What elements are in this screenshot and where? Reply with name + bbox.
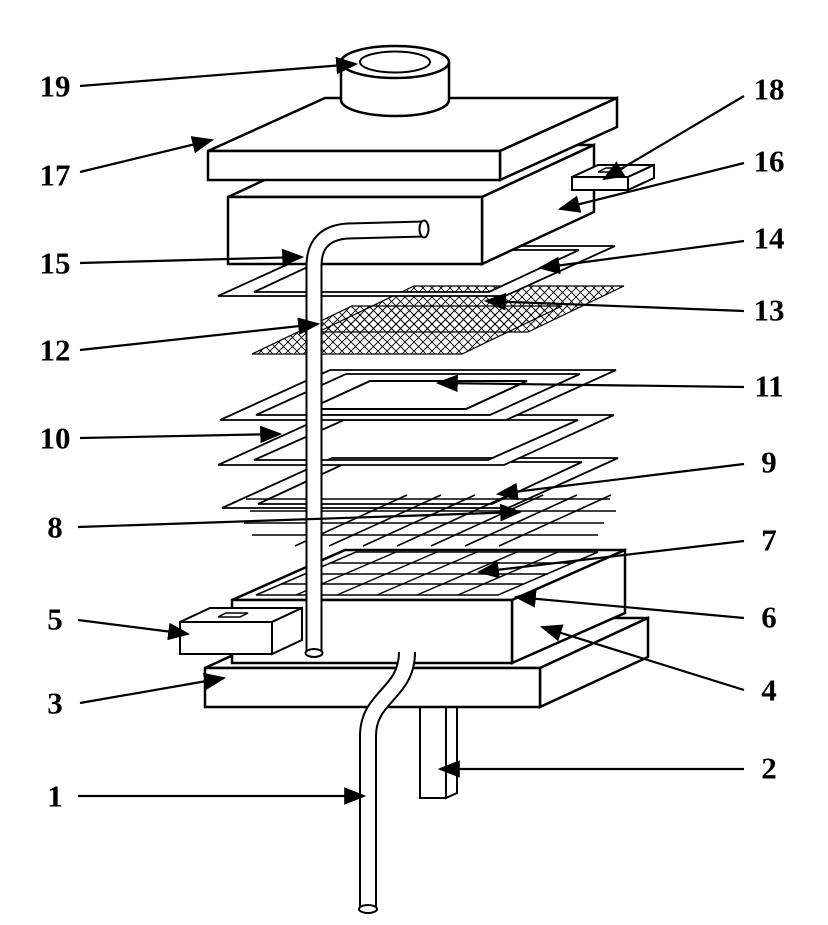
flow-grid-line [336,551,438,596]
leader-line-5 [77,618,191,641]
part-wire-mesh [244,494,616,547]
part-number-label-18: 18 [754,72,785,107]
leader-line-12 [79,317,321,352]
leader-line-8 [77,503,523,529]
part-number-label-10: 10 [40,421,71,456]
leader-line-18 [602,95,745,181]
part-number-label-6: 6 [761,600,777,635]
bottom-assembly [179,548,650,800]
leader-line-17 [79,136,215,174]
leader-line-3 [79,672,227,705]
leader-line-13 [483,292,745,313]
top-assembly [206,44,655,266]
top-plate-front-face [206,149,502,182]
part-terminal-block [179,606,303,656]
part-number-label-1: 1 [47,779,63,814]
mesh-wire [498,494,612,547]
part-number-label-8: 8 [47,510,63,545]
part-center-tube [304,219,430,658]
mesh-wire [362,494,476,547]
terminal-block-slot [217,612,249,618]
leader-line-16 [557,161,745,213]
part-electrode-mesh-upper [317,285,625,333]
base-plate-front-face [203,666,542,709]
center-tube-body [307,222,425,652]
part-bottom-tube [358,651,416,914]
part-top-plate [206,96,619,182]
part-number-label-17: 17 [40,158,71,193]
part-number-label-19: 19 [40,69,71,104]
part-number-label-2: 2 [761,751,777,786]
flow-grid-line [376,551,478,596]
part-number-labels: 19 17 15 12 10 8 5 3 1 18 16 14 13 11 9 … [40,69,785,814]
part-number-label-7: 7 [761,523,777,558]
part-number-label-9: 9 [761,445,777,480]
part-number-label-5: 5 [47,602,63,637]
flow-grid-line [416,551,518,596]
support-leg-front-face [419,706,447,799]
center-tube-bottom-end [304,648,324,658]
part-terminal-tab [571,163,655,192]
leader-line-10 [79,425,283,444]
bottom-tube-end-opening [358,904,378,914]
leader-line-6 [513,590,745,620]
terminal-tab-front-face [571,176,629,191]
part-membrane-assembly [219,369,617,421]
leader-line-7 [476,539,745,579]
part-number-label-11: 11 [754,369,783,404]
leader-line-15 [79,248,305,267]
mesh-wire [396,494,510,547]
part-number-label-13: 13 [754,293,785,328]
mesh-wire [328,494,442,547]
leader-line-11 [435,374,745,393]
part-number-label-15: 15 [40,246,71,281]
layer-stack [217,245,625,547]
part-flow-field-grid [255,551,599,596]
mesh-wire [430,494,544,547]
leader-lines [77,56,745,805]
leader-line-14 [537,239,745,275]
part-support-leg [419,700,458,800]
part-membrane-sheet [308,380,528,410]
leader-line-9 [495,462,745,501]
center-tube-top-opening [418,219,430,239]
part-number-label-12: 12 [40,333,71,368]
port-rim-inner [359,50,431,74]
leader-line-19 [79,56,359,88]
flow-grid-line [457,551,559,596]
part-top-port [339,44,451,118]
part-number-label-16: 16 [754,144,785,179]
terminal-block-front-face [179,621,273,655]
part-number-label-4: 4 [761,673,777,708]
support-leg-side-face [445,700,458,800]
bottom-tube-body [361,651,414,908]
part-number-label-14: 14 [754,221,785,256]
part-number-label-3: 3 [47,686,63,721]
leader-line-4 [539,624,745,692]
